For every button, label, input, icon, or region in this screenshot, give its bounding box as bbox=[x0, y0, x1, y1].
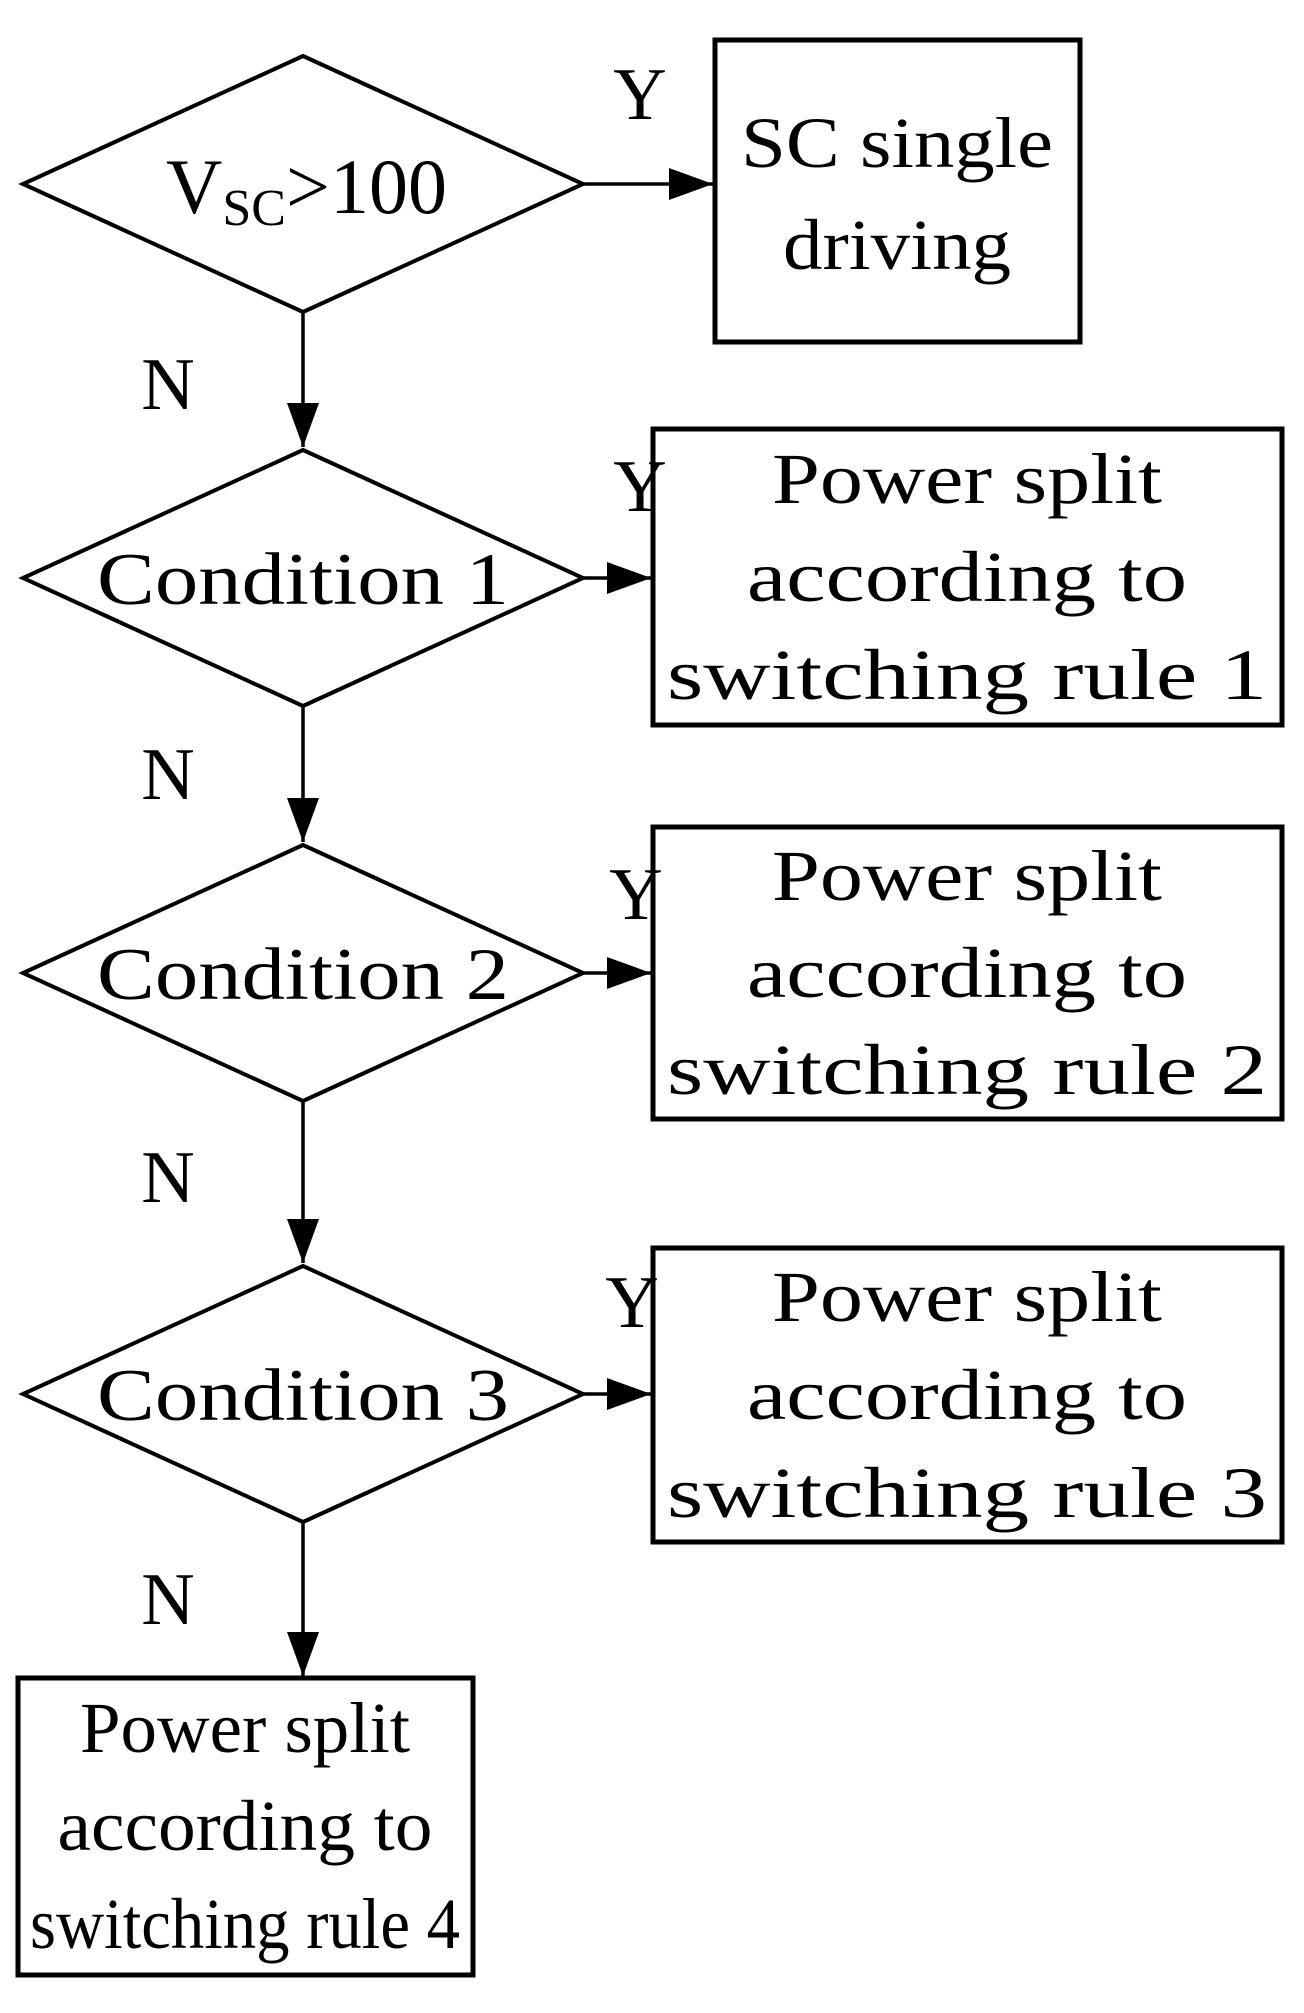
process-line: driving bbox=[783, 205, 1011, 285]
process-box bbox=[650, 824, 1285, 1122]
process-line: Power split bbox=[772, 836, 1162, 916]
process-rule-4: Power split according to switching rule … bbox=[15, 1675, 476, 1978]
process-box bbox=[15, 1675, 476, 1978]
branch-label-yes: Y bbox=[613, 446, 666, 528]
vsc-variable: V bbox=[166, 143, 222, 230]
branch-label-yes: Y bbox=[605, 1262, 658, 1344]
process-line: SC single bbox=[741, 103, 1053, 183]
process-box bbox=[650, 426, 1285, 728]
branch-label-yes: Y bbox=[609, 854, 662, 936]
branch-label-no: N bbox=[141, 344, 194, 426]
decision-label: Condition 1 bbox=[97, 539, 509, 621]
decision-label: VSC>100 bbox=[166, 143, 447, 237]
decision-condition-2: Condition 2 bbox=[18, 842, 588, 1104]
process-line: according to bbox=[747, 537, 1187, 617]
branch-label-no: N bbox=[141, 734, 194, 816]
process-line: switching rule 2 bbox=[667, 1030, 1267, 1110]
process-line: switching rule 3 bbox=[667, 1453, 1267, 1533]
branch-label-yes: Y bbox=[613, 54, 666, 136]
decision-label: Condition 3 bbox=[97, 1355, 509, 1437]
process-line: according to bbox=[747, 1355, 1187, 1435]
vsc-subscript: SC bbox=[222, 180, 286, 237]
process-box bbox=[650, 1245, 1285, 1545]
process-line: according to bbox=[747, 933, 1187, 1013]
process-rule-1: Power split according to switching rule … bbox=[650, 426, 1285, 728]
process-line: switching rule 1 bbox=[667, 635, 1267, 715]
process-box bbox=[712, 37, 1083, 345]
process-sc-single-driving: SC single driving bbox=[712, 37, 1083, 345]
decision-condition-3: Condition 3 bbox=[18, 1263, 588, 1525]
process-line: Power split bbox=[772, 439, 1162, 519]
decision-condition-1: Condition 1 bbox=[18, 447, 588, 709]
process-line: Power split bbox=[80, 1688, 410, 1768]
decision-vsc-check: VSC>100 bbox=[18, 53, 588, 315]
process-rule-2: Power split according to switching rule … bbox=[650, 824, 1285, 1122]
process-line: Power split bbox=[772, 1257, 1162, 1337]
process-line: switching rule 4 bbox=[30, 1884, 460, 1964]
vsc-comparison: >100 bbox=[286, 143, 447, 230]
decision-label: Condition 2 bbox=[97, 934, 509, 1016]
branch-label-no: N bbox=[141, 1137, 194, 1219]
process-rule-3: Power split according to switching rule … bbox=[650, 1245, 1285, 1545]
branch-label-no: N bbox=[141, 1559, 194, 1641]
process-line: according to bbox=[58, 1786, 433, 1866]
